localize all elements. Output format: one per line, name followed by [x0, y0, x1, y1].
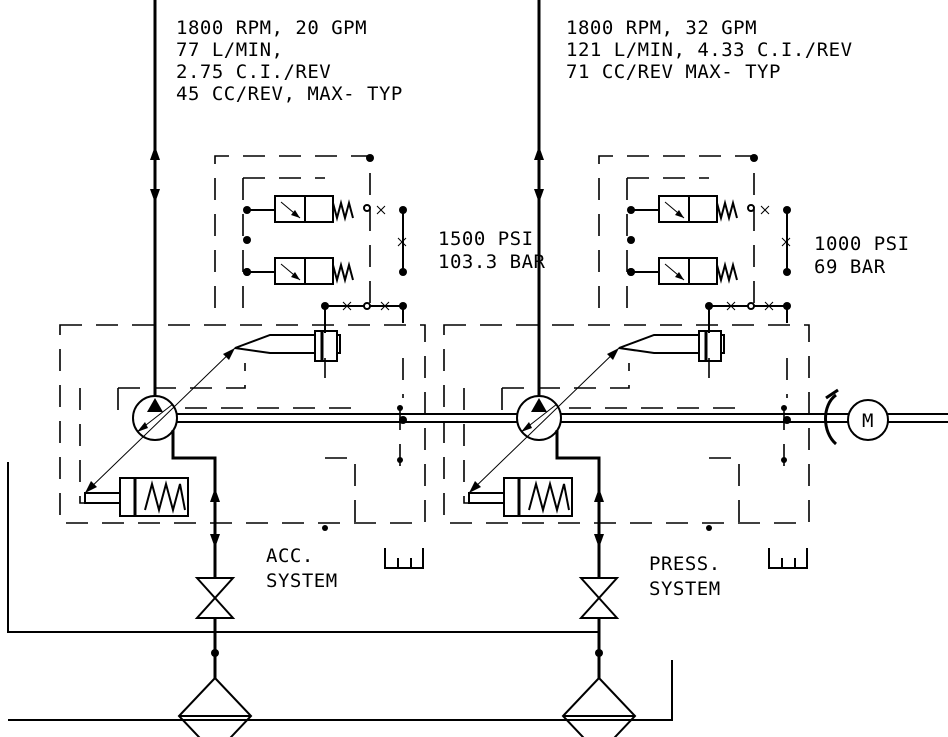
spec-line: 1800 RPM, 20 GPM: [176, 17, 367, 39]
spec-line: 71 CC/REV MAX- TYP: [566, 61, 781, 83]
motor-icon: [847, 399, 889, 441]
pump-unit-acc: [58, 0, 847, 737]
motor-label: M: [862, 410, 874, 432]
system-line: SYSTEM: [266, 570, 338, 592]
acc-pump-spec: 1800 RPM, 20 GPM 77 L/MIN, 2.75 C.I./REV…: [176, 17, 403, 105]
spec-line: 77 L/MIN,: [176, 39, 283, 61]
relief-line: 69 BAR: [814, 256, 886, 278]
suction-line: [8, 660, 673, 721]
press-system-label: PRESS. SYSTEM: [649, 553, 721, 600]
return-line: [7, 462, 600, 633]
acc-relief-setting: 1500 PSI 103.3 BAR: [438, 228, 546, 273]
spec-line: 45 CC/REV, MAX- TYP: [176, 83, 403, 105]
spec-line: 2.75 C.I./REV: [176, 61, 331, 83]
relief-line: 1000 PSI: [814, 233, 910, 255]
relief-line: 103.3 BAR: [438, 251, 546, 273]
spec-line: 1800 RPM, 32 GPM: [566, 17, 757, 39]
spec-line: 121 L/MIN, 4.33 C.I./REV: [566, 39, 853, 61]
coupling-icon: [824, 393, 838, 446]
system-line: PRESS.: [649, 553, 721, 575]
press-relief-setting: 1000 PSI 69 BAR: [814, 233, 910, 278]
acc-system-label: ACC. SYSTEM: [266, 545, 338, 592]
press-pump-spec: 1800 RPM, 32 GPM 121 L/MIN, 4.33 C.I./RE…: [566, 17, 853, 83]
system-line: ACC.: [266, 545, 314, 567]
pump-unit-press: [442, 0, 948, 737]
relief-line: 1500 PSI: [438, 228, 534, 250]
system-line: SYSTEM: [649, 578, 721, 600]
